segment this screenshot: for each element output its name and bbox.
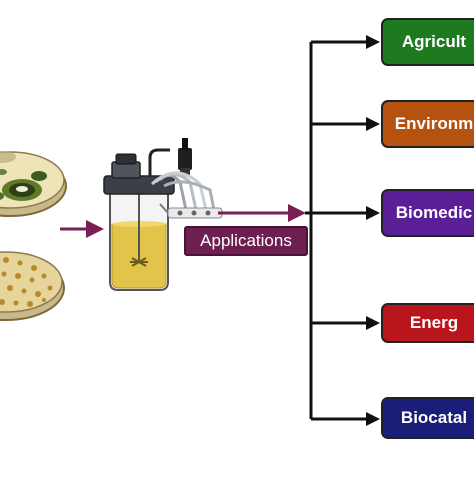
application-box-agriculture: Agricult (381, 18, 474, 66)
petri-dish-icon (0, 251, 65, 321)
application-box-biocatalysis: Biocatal (381, 397, 474, 439)
application-label: Energ (409, 313, 459, 332)
arrow-to-applications (218, 204, 306, 222)
arrow-to-bioreactor (60, 220, 104, 238)
application-box-environment: Environm (381, 100, 474, 148)
application-box-biomedical: Biomedic (381, 189, 474, 237)
application-label: Agricult (401, 32, 467, 51)
application-label: Environm (394, 114, 474, 133)
applications-label: Applications (184, 226, 308, 256)
application-box-energy: Energ (381, 303, 474, 343)
application-connector (305, 35, 380, 426)
petri-dish-icon (0, 151, 67, 217)
application-label: Biomedic (395, 203, 473, 222)
application-label: Biocatal (400, 408, 468, 427)
bioreactor-icon (103, 138, 223, 291)
